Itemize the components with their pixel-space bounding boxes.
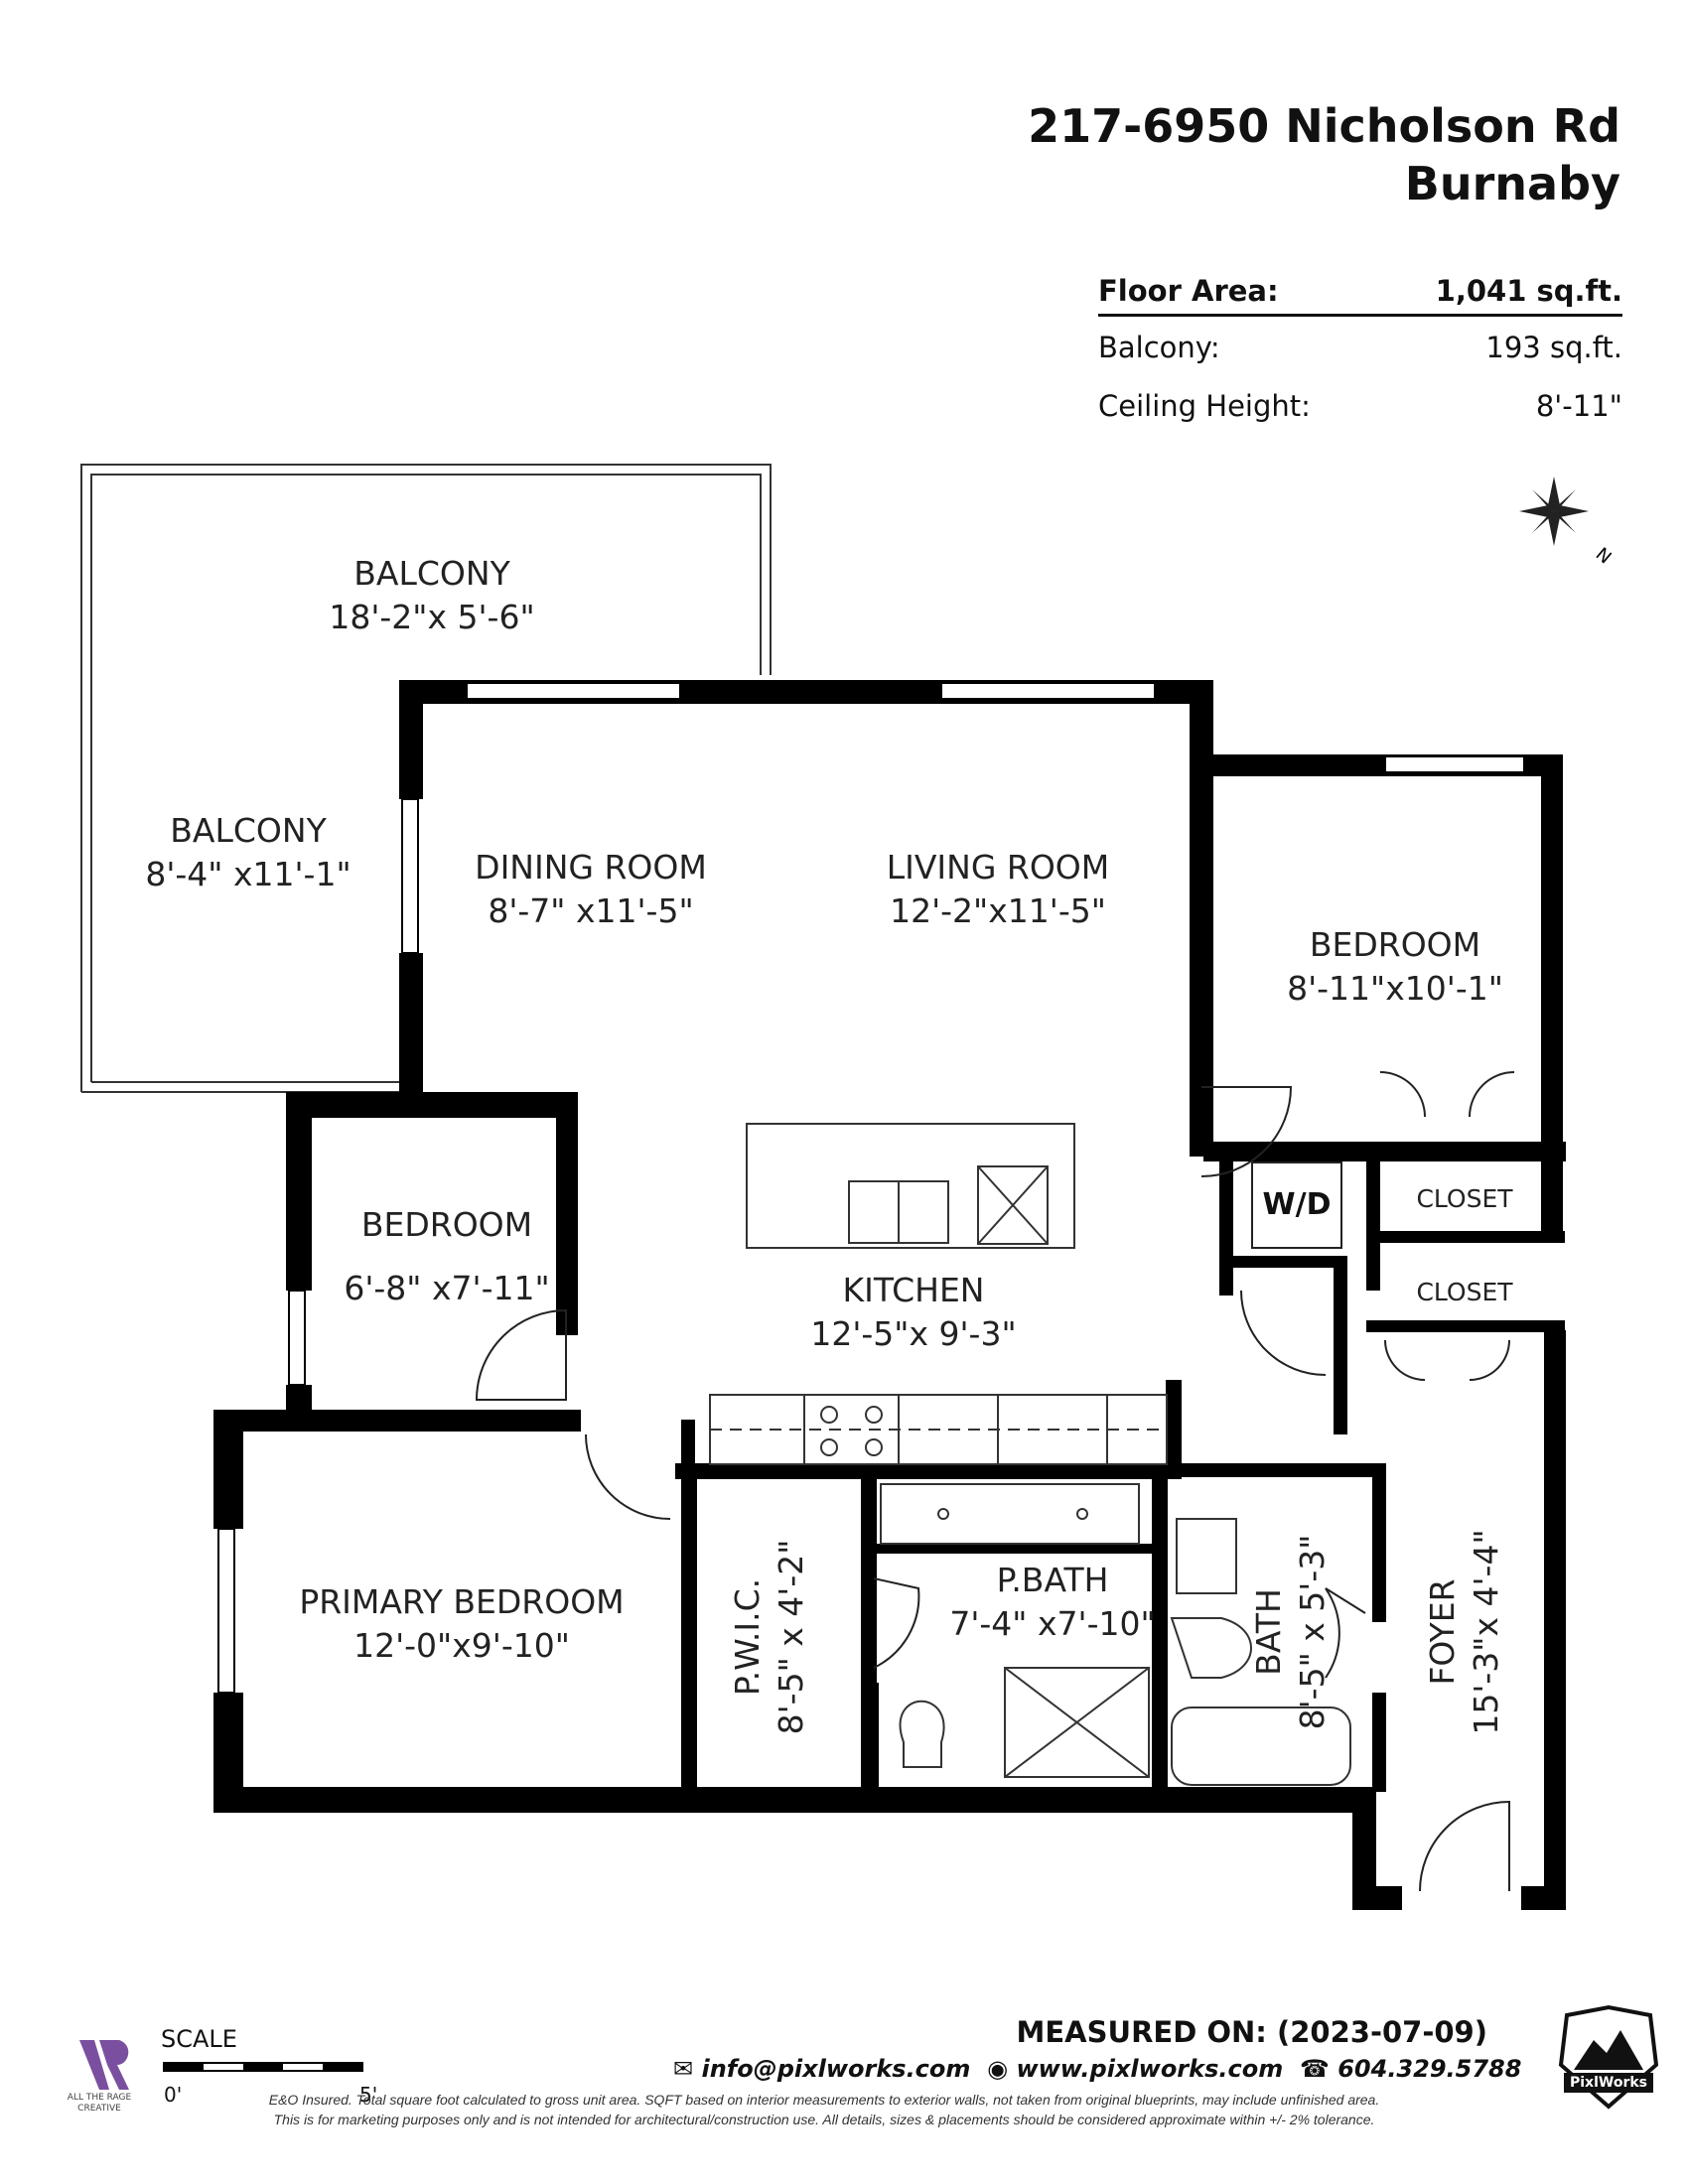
website-link[interactable]: www.pixlworks.com bbox=[1016, 2055, 1284, 2083]
balcony-outline bbox=[80, 464, 772, 1093]
room-dims: 6'-8" x7'-11" bbox=[344, 1269, 550, 1307]
globe-icon: ◉ bbox=[987, 2055, 1009, 2083]
room-dims: 18'-2"x 5'-6" bbox=[329, 598, 535, 636]
room-bath: BATH 8'-5" x 5'-3" bbox=[1247, 1523, 1335, 1741]
stat-label: Ceiling Height: bbox=[1098, 389, 1311, 423]
logo-sub: CREATIVE bbox=[77, 2104, 121, 2114]
room-name: BALCONY bbox=[353, 554, 510, 593]
scale-label: SCALE bbox=[161, 2025, 237, 2053]
room-dims: 15'-3"x 4'-4" bbox=[1467, 1529, 1505, 1735]
room-name: DINING ROOM bbox=[475, 848, 707, 887]
room-dims: 8'-7" x11'-5" bbox=[488, 891, 694, 930]
room-balcony-left: BALCONY 8'-4" x11'-1" bbox=[139, 809, 357, 896]
stat-label: Balcony: bbox=[1098, 331, 1220, 364]
room-dims: 8'-4" x11'-1" bbox=[145, 855, 352, 893]
room-name: PRIMARY BEDROOM bbox=[299, 1582, 625, 1621]
room-primary-bedroom: PRIMARY BEDROOM 12'-0"x9'-10" bbox=[288, 1580, 635, 1668]
room-bedroom-left: BEDROOM 6'-8" x7'-11" bbox=[338, 1193, 556, 1320]
kitchen-fixtures bbox=[709, 1123, 1168, 1465]
room-balcony-top: BALCONY 18'-2"x 5'-6" bbox=[298, 552, 566, 639]
phone-icon: ☎ bbox=[1299, 2055, 1330, 2083]
room-kitchen: KITCHEN 12'-5"x 9'-3" bbox=[794, 1269, 1033, 1356]
north-label: N bbox=[1592, 544, 1616, 569]
city-title: Burnaby bbox=[1404, 157, 1620, 210]
room-name: BATH bbox=[1249, 1588, 1288, 1676]
disclaimer-line-1: E&O Insured. Total square foot calculate… bbox=[268, 2092, 1380, 2108]
scale-bar bbox=[163, 2062, 363, 2072]
stat-value: 1,041 sq.ft. bbox=[1435, 274, 1622, 308]
phone-number: 604.329.5788 bbox=[1337, 2055, 1522, 2083]
room-dining: DINING ROOM 8'-7" x11'-5" bbox=[457, 846, 725, 933]
all-the-rage-text: ALL THE RAGE CREATIVE bbox=[60, 2093, 139, 2115]
pixlworks-logo-text: PixlWorks bbox=[1570, 2075, 1647, 2091]
room-name: FOYER bbox=[1423, 1578, 1462, 1686]
room-closet-1: CLOSET bbox=[1416, 1184, 1513, 1213]
room-name: BEDROOM bbox=[1309, 925, 1481, 964]
stat-label: Floor Area: bbox=[1098, 274, 1279, 308]
scale-start: 0' bbox=[164, 2083, 183, 2107]
scale-end: 5' bbox=[359, 2083, 378, 2107]
room-name: LIVING ROOM bbox=[886, 848, 1110, 887]
room-dims: 12'-0"x9'-10" bbox=[353, 1626, 570, 1665]
stat-value: 8'-11" bbox=[1535, 389, 1622, 423]
doors bbox=[475, 1071, 1515, 1892]
address-title: 217-6950 Nicholson Rd bbox=[1028, 99, 1620, 153]
pixlworks-logo bbox=[1558, 2004, 1659, 2110]
room-dims: 8'-11"x10'-1" bbox=[1287, 969, 1503, 1008]
interior-walls bbox=[675, 1142, 1566, 1792]
room-living: LIVING ROOM 12'-2"x11'-5" bbox=[864, 846, 1132, 933]
washer-dryer: W/D bbox=[1251, 1161, 1342, 1249]
room-dims: 12'-2"x11'-5" bbox=[890, 891, 1106, 930]
room-bedroom-right: BEDROOM 8'-11"x10'-1" bbox=[1256, 923, 1534, 1011]
room-name: P.BATH bbox=[996, 1561, 1109, 1599]
room-dims: 8'-5" x 5'-3" bbox=[1293, 1534, 1332, 1730]
room-name: P.W.I.C. bbox=[728, 1577, 767, 1697]
all-the-rage-logo bbox=[79, 2040, 129, 2090]
room-name: BEDROOM bbox=[360, 1205, 533, 1244]
stat-floor-area: Floor Area: 1,041 sq.ft. bbox=[1098, 274, 1622, 317]
room-name: BALCONY bbox=[170, 811, 327, 850]
room-name: KITCHEN bbox=[842, 1271, 985, 1309]
measured-on: MEASURED ON: (2023-07-09) bbox=[1016, 2015, 1487, 2049]
logo-name: ALL THE RAGE bbox=[67, 2093, 132, 2103]
windows bbox=[217, 682, 1525, 1694]
room-foyer: FOYER 15'-3"x 4'-4" bbox=[1421, 1508, 1508, 1756]
email-link[interactable]: info@pixlworks.com bbox=[701, 2055, 971, 2083]
room-dims: 12'-5"x 9'-3" bbox=[810, 1314, 1017, 1353]
contact-row: ✉ info@pixlworks.com ◉ www.pixlworks.com… bbox=[673, 2055, 1521, 2083]
room-dims: 8'-5" x 4'-2" bbox=[772, 1539, 810, 1735]
room-pbath: P.BATH 7'-4" x7'-10" bbox=[943, 1559, 1162, 1646]
disclaimer-line-2: This is for marketing purposes only and … bbox=[273, 2112, 1375, 2127]
room-dims: 7'-4" x7'-10" bbox=[949, 1604, 1156, 1643]
room-closet-2: CLOSET bbox=[1416, 1278, 1513, 1306]
stat-value: 193 sq.ft. bbox=[1485, 331, 1622, 364]
bath-fixtures bbox=[880, 1483, 1351, 1786]
room-pwic: P.W.I.C. 8'-5" x 4'-2" bbox=[726, 1523, 813, 1751]
email-icon: ✉ bbox=[673, 2055, 694, 2083]
compass-icon bbox=[1519, 477, 1589, 546]
